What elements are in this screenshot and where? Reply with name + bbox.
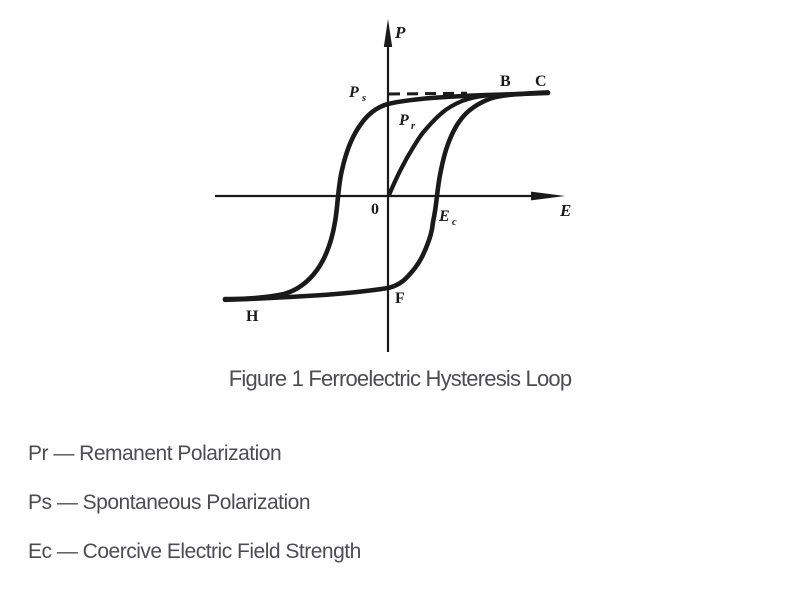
ps-label: P: [348, 84, 359, 101]
ps-dashed-line: [388, 91, 468, 96]
p-axis-label: P: [394, 23, 406, 42]
legend-item-pr: Pr — Remanent Polarization: [28, 442, 282, 465]
figure-caption: Figure 1 Ferroelectric Hysteresis Loop: [228, 366, 572, 391]
e-axis-label: E: [559, 201, 571, 220]
point-c-label: C: [535, 73, 547, 90]
hysteresis-upper-branch: [222, 90, 551, 302]
pr-label: P: [398, 112, 409, 129]
ec-label-subscript: c: [452, 217, 457, 228]
legend-item-ps: Ps — Spontaneous Polarization: [28, 491, 311, 514]
point-f-label: F: [395, 290, 405, 307]
ps-label-subscript: s: [361, 93, 366, 104]
legend-item-ec: Ec — Coercive Electric Field Strength: [28, 540, 361, 563]
ec-label: E: [438, 208, 450, 225]
p-axis-arrow-icon: [383, 19, 393, 47]
e-axis-arrow-icon: [531, 191, 565, 201]
point-h-label: H: [246, 308, 259, 325]
hysteresis-loop-figure: P E 0 P s P r E c B C F H: [215, 19, 571, 352]
origin-label: 0: [371, 201, 379, 218]
virgin-curve: [386, 93, 489, 198]
hysteresis-lower-branch: [222, 90, 551, 303]
point-b-label: B: [500, 73, 511, 90]
pr-label-subscript: r: [411, 121, 416, 132]
